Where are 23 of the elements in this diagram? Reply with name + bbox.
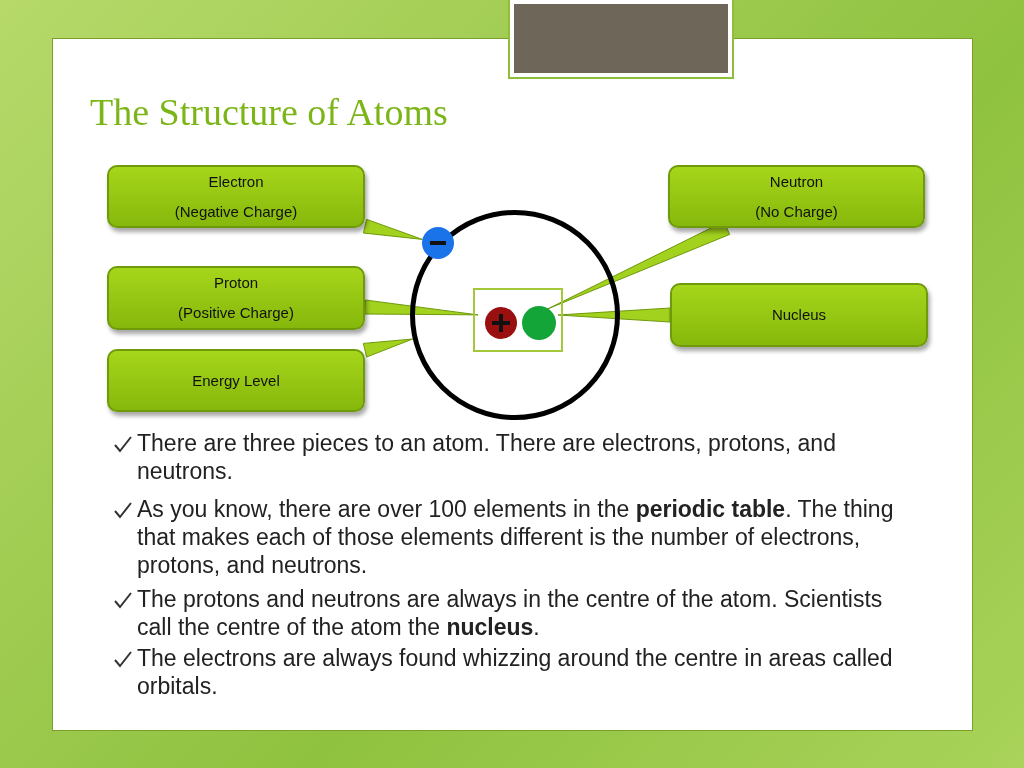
bullet-text: There are three pieces to an atom. There are electrons, protons, and neutrons. bbox=[137, 429, 837, 485]
nucleus-frame bbox=[473, 288, 563, 352]
slide-title: The Structure of Atoms bbox=[90, 90, 448, 134]
callout-text: Proton bbox=[213, 273, 259, 293]
bullet-text: As you know, there are over 100 elements in the periodic table. The thing that makes each of those elements different is the number of electrons, protons, and neutrons. bbox=[137, 495, 895, 579]
callout-text: Neutron bbox=[769, 171, 824, 192]
callout-text: (Positive Charge) bbox=[178, 303, 294, 323]
callout-box bbox=[107, 349, 365, 412]
callout-text: Nucleus bbox=[771, 305, 827, 325]
callout-text: (Negative Charge) bbox=[174, 201, 298, 222]
leader-line bbox=[557, 307, 671, 323]
callout-box bbox=[668, 165, 925, 228]
callout-text: (No Charge) bbox=[755, 201, 838, 222]
bullet-text: The electrons are always found whizzing around the centre in areas called orbitals. bbox=[137, 644, 894, 700]
callout-box bbox=[107, 165, 365, 228]
callout-box bbox=[670, 283, 928, 347]
bullet-text: The protons and neutrons are always in the centre of the atom. Scientists call the centre of the atom the nucleus. bbox=[137, 585, 884, 641]
callout-text: Electron bbox=[208, 171, 264, 192]
leader-line bbox=[364, 299, 479, 316]
leader-line bbox=[362, 338, 414, 358]
leader-line bbox=[362, 218, 423, 240]
callout-box bbox=[107, 266, 365, 330]
callout-text: Energy Level bbox=[192, 370, 280, 391]
